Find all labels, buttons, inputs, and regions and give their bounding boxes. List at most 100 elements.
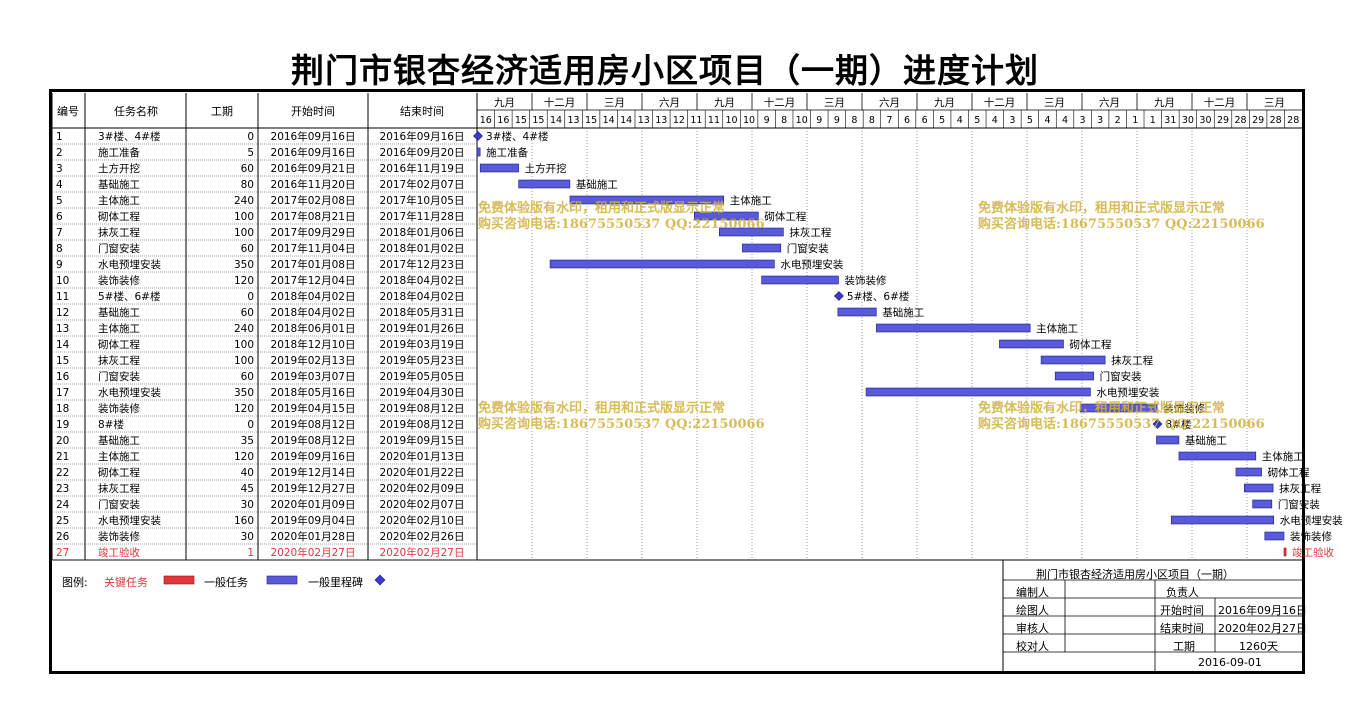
task-duration: 0 [247,419,254,431]
task-duration: 60 [241,307,254,319]
watermark-line1: 免费体验版有水印，租用和正式版显示正常 [978,401,1226,416]
task-bar [1156,435,1180,445]
page-title: 荆门市银杏经济适用房小区项目（一期）进度计划 [291,51,1039,90]
task-name: 施工准备 [98,146,140,159]
task-start: 2019年08月12日 [271,434,356,447]
bar-label: 装饰装修 [844,274,886,287]
day-label: 9 [816,115,822,126]
day-label: 30 [1199,115,1211,126]
task-id: 17 [56,387,69,399]
task-id: 26 [56,531,70,543]
task-name: 装饰装修 [98,402,140,415]
task-end: 2019年05月23日 [380,354,465,367]
end-time-value: 2020年02月27日 [1218,622,1307,635]
day-label: 30 [1182,115,1194,126]
task-start: 2020年02月27日 [271,546,356,559]
day-label: 6 [922,115,928,126]
task-duration: 0 [247,131,254,143]
chart-frame [49,89,1305,674]
day-label: 8 [781,115,787,126]
month-label: 九月 [1154,97,1175,109]
task-bar [518,179,571,189]
task-name: 砌体工程 [98,339,140,351]
task-duration: 0 [247,291,254,303]
day-label: 3 [1080,115,1086,126]
column-header: 任务名称 [114,104,158,118]
task-id: 22 [56,467,69,479]
task-end: 2020年02月09日 [380,482,465,495]
task-duration: 120 [234,403,254,415]
task-end: 2020年01月13日 [380,450,465,463]
task-name: 主体施工 [98,450,140,463]
month-label: 三月 [604,97,625,109]
task-end: 2018年01月02日 [380,242,465,255]
month-label: 十二月 [764,96,796,109]
task-bar [476,147,481,157]
task-id: 10 [56,275,69,287]
task-id: 12 [56,307,69,319]
month-label: 十二月 [1204,96,1236,109]
task-bar [865,387,1091,397]
task-start: 2019年12月27日 [271,482,356,495]
day-label: 13 [655,115,667,126]
task-name: 抹灰工程 [98,354,140,367]
day-label: 15 [532,115,544,126]
milestone-marker [833,291,844,301]
task-name: 主体施工 [98,322,140,335]
day-label: 10 [796,115,808,126]
day-label: 2 [1115,115,1121,126]
task-end: 2020年02月26日 [380,530,465,543]
bar-label: 砌体工程 [764,211,806,223]
task-bar [1170,515,1275,525]
task-id: 4 [56,179,63,191]
task-start: 2018年05月16日 [271,386,356,399]
day-label: 4 [1044,115,1050,126]
watermark-line2: 购买咨询电话:18675550537 QQ:22150066 [978,417,1265,432]
column-header: 工期 [211,105,233,118]
bar-label: 主体施工 [730,194,772,207]
legend-milestone-swatch [374,574,386,586]
watermark-top-left: 免费体验版有水印，租用和正式版显示正常 购买咨询电话:18675550537 Q… [478,201,765,233]
task-id: 19 [56,419,69,431]
task-duration: 350 [234,259,254,271]
start-time-label: 开始时间 [1160,604,1204,617]
task-end: 2020年02月10日 [380,514,465,527]
task-start: 2016年09月21日 [271,162,356,175]
task-id: 2 [56,147,63,159]
watermark-line2: 购买咨询电话:18675550537 QQ:22150066 [978,217,1265,232]
task-end: 2017年10月05日 [380,194,465,207]
task-name: 5#楼、6#楼 [98,290,161,303]
task-id: 21 [56,451,69,463]
task-bar [876,323,1031,333]
task-bar [1040,355,1106,365]
task-duration: 60 [241,243,254,255]
day-label: 29 [1252,115,1264,126]
task-start: 2017年02月08日 [271,194,356,207]
task-duration: 60 [241,371,254,383]
watermark-bottom-right: 免费体验版有水印，租用和正式版显示正常 购买咨询电话:18675550537 Q… [978,401,1265,433]
task-duration: 350 [234,387,254,399]
task-id: 18 [56,403,69,415]
bar-label: 3#楼、4#楼 [486,130,549,143]
task-bar [1264,531,1285,541]
task-end: 2019年01月26日 [380,322,465,335]
task-id: 11 [56,291,69,303]
day-label: 16 [480,115,492,126]
bar-label: 施工准备 [486,146,528,159]
bar-label: 主体施工 [1262,450,1304,463]
bar-label: 基础施工 [1185,434,1227,447]
task-end: 2016年11月19日 [380,162,465,175]
day-label: 8 [851,115,857,126]
bar-label: 竣工验收 [1292,546,1334,559]
task-duration: 30 [241,531,254,543]
day-label: 8 [869,115,875,126]
watermark-bottom-left: 免费体验版有水印，租用和正式版显示正常 购买咨询电话:18675550537 Q… [478,401,765,433]
task-duration: 240 [234,195,254,207]
task-start: 2016年09月16日 [271,146,356,159]
bar-label: 门窗安装 [1278,498,1320,511]
task-bar [719,227,784,237]
bar-label: 8#楼 [1165,418,1191,431]
legend-prefix: 图例: [62,576,88,589]
task-name: 抹灰工程 [98,482,140,495]
